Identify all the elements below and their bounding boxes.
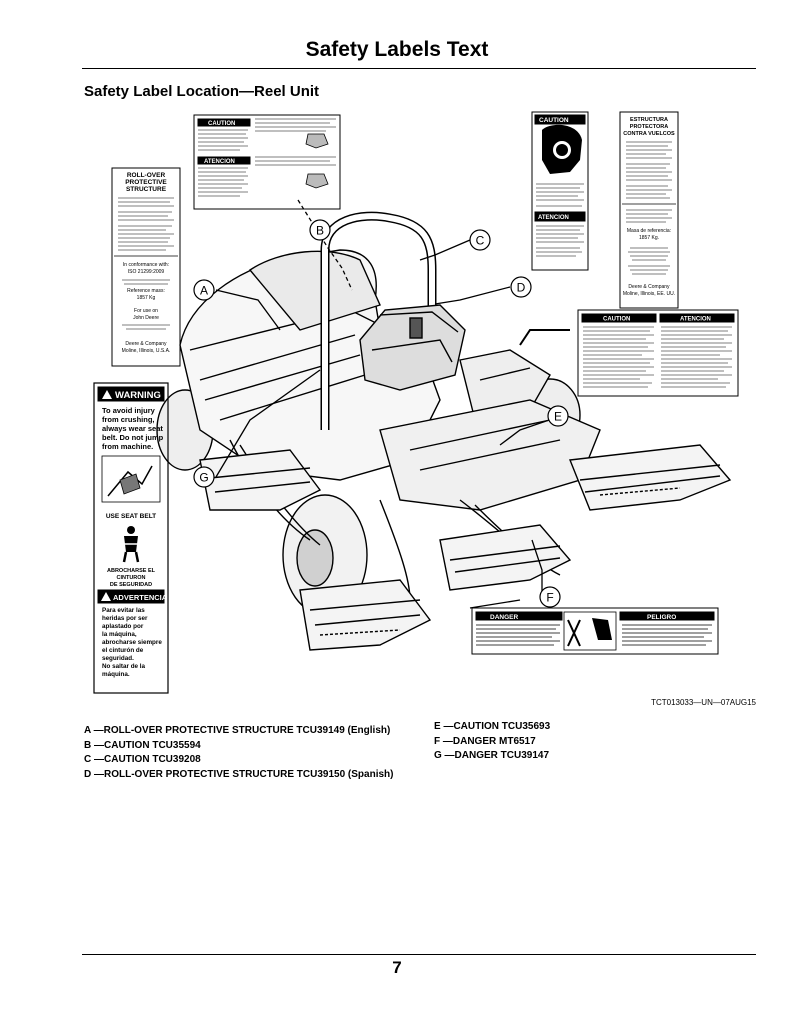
legend-item-b: B —CAUTION TCU35594	[84, 739, 201, 751]
svg-text:ATENCION: ATENCION	[680, 317, 711, 323]
svg-text:Deere & Company: Deere & Company	[125, 341, 167, 347]
callout-c: C	[469, 229, 491, 251]
svg-text:WARNING: WARNING	[115, 390, 161, 401]
label-caution-tcu39208: CAUTION ATENCION	[531, 111, 589, 271]
reel-unit-rear	[199, 449, 322, 511]
svg-text:Deere & Company: Deere & Company	[628, 284, 670, 290]
svg-text:from crushing,: from crushing,	[102, 415, 155, 424]
svg-text:For use on: For use on	[134, 308, 158, 314]
legend-left: A —ROLL-OVER PROTECTIVE STRUCTURE TCU391…	[84, 724, 393, 782]
footer-rule	[82, 954, 756, 955]
label-danger-tcu39147: WARNING To avoid injury from crushing, a…	[93, 382, 169, 694]
svg-text:CAUTION: CAUTION	[603, 317, 630, 323]
reel-mower-illustration	[156, 211, 732, 651]
svg-text:DANGER: DANGER	[490, 614, 518, 621]
svg-text:heridas por ser: heridas por ser	[102, 615, 148, 622]
svg-text:ADVERTENCIA: ADVERTENCIA	[113, 593, 168, 602]
reel-unit-left	[299, 579, 432, 651]
label-rops-spanish-tcu39150: ESTRUCTURA PROTECTORA CONTRA VUELCOS Mas…	[619, 111, 679, 309]
svg-text:PROTECTIVE: PROTECTIVE	[125, 179, 167, 186]
svg-text:DE SEGURIDAD: DE SEGURIDAD	[110, 582, 152, 588]
callout-b: B	[309, 219, 331, 241]
svg-text:C: C	[476, 234, 485, 248]
svg-text:E: E	[554, 410, 562, 424]
svg-text:1857 Kg.: 1857 Kg.	[639, 235, 659, 241]
svg-text:CINTURON: CINTURON	[116, 575, 145, 581]
legend-item-f: F —DANGER MT6517	[434, 735, 536, 747]
svg-text:In conformance with:: In conformance with:	[123, 262, 169, 268]
svg-text:from machine.: from machine.	[102, 442, 153, 451]
label-rops-english-tcu39149: ROLL-OVER PROTECTIVE STRUCTURE In confor…	[111, 167, 181, 367]
svg-text:el cinturón de: el cinturón de	[102, 647, 144, 654]
svg-text:Masa de referencia:: Masa de referencia:	[627, 228, 671, 234]
safety-label-figure: CAUTION ATENCION ROLL-OVER PROTECTIVE ST…	[93, 111, 739, 694]
figure-id: TCT013033—UN—07AUG15	[651, 698, 756, 707]
svg-text:PELIGRO: PELIGRO	[647, 614, 676, 621]
svg-text:ATENCION: ATENCION	[204, 159, 235, 165]
legend-item-d: D —ROLL-OVER PROTECTIVE STRUCTURE TCU391…	[84, 768, 394, 780]
svg-text:belt. Do not jump: belt. Do not jump	[102, 433, 164, 442]
label-caution-tcu35693: CAUTION ATENCION	[577, 309, 739, 397]
callout-g: G	[193, 466, 215, 488]
svg-text:seguridad.: seguridad.	[102, 655, 134, 662]
label-caution-tcu35594: CAUTION ATENCION	[193, 114, 341, 210]
svg-text:CAUTION: CAUTION	[539, 117, 569, 124]
reel-unit-right	[569, 444, 732, 511]
svg-text:Moline, Illinois, U.S.A.: Moline, Illinois, U.S.A.	[122, 348, 171, 354]
svg-text:PROTECTORA: PROTECTORA	[630, 124, 668, 130]
svg-text:máquina.: máquina.	[102, 671, 130, 678]
legend-item-e: E —CAUTION TCU35693	[434, 721, 551, 732]
svg-text:Reference mass:: Reference mass:	[127, 288, 165, 294]
page-title: Safety Labels Text	[305, 38, 489, 61]
svg-text:USE SEAT BELT: USE SEAT BELT	[106, 513, 156, 520]
reel-unit-center	[439, 524, 572, 591]
legend-item-g: G —DANGER TCU39147	[434, 750, 550, 761]
svg-text:A: A	[200, 284, 208, 298]
legend-item-c: C —CAUTION TCU39208	[84, 754, 201, 765]
svg-text:abrocharse siempre: abrocharse siempre	[102, 639, 162, 646]
svg-text:Moline, Illinois, EE. UU.: Moline, Illinois, EE. UU.	[623, 291, 675, 297]
label-danger-mt6517: DANGER PELIGRO	[471, 607, 719, 655]
page-number: 7	[392, 958, 402, 977]
svg-text:la máquina,: la máquina,	[102, 631, 137, 638]
svg-text:1857 Kg: 1857 Kg	[137, 295, 156, 301]
svg-text:ATENCION: ATENCION	[538, 215, 569, 221]
svg-text:ESTRUCTURA: ESTRUCTURA	[630, 117, 668, 123]
svg-text:aplastado por: aplastado por	[102, 623, 144, 630]
legend-right: E —CAUTION TCU35693 F —DANGER MT6517 G —…	[434, 720, 550, 764]
svg-text:D: D	[517, 281, 526, 295]
callout-a: A	[193, 279, 215, 301]
svg-text:ISO 21299:2009: ISO 21299:2009	[128, 269, 165, 275]
svg-text:always wear seat: always wear seat	[102, 424, 163, 433]
svg-text:Para evitar las: Para evitar las	[102, 607, 145, 614]
svg-text:John Deere: John Deere	[133, 315, 159, 321]
svg-text:CONTRA VUELCOS: CONTRA VUELCOS	[623, 131, 675, 137]
svg-text:To avoid injury: To avoid injury	[102, 406, 156, 415]
callout-leaders	[215, 199, 559, 609]
svg-text:G: G	[199, 471, 208, 485]
callout-d: D	[510, 276, 532, 298]
section-heading: Safety Label Location—Reel Unit	[84, 83, 320, 100]
svg-text:CAUTION: CAUTION	[208, 121, 235, 127]
svg-text:F: F	[546, 591, 553, 605]
callout-f: F	[539, 586, 561, 608]
legend-item-a: A —ROLL-OVER PROTECTIVE STRUCTURE TCU391…	[84, 725, 391, 736]
svg-text:ABROCHARSE EL: ABROCHARSE EL	[107, 568, 156, 574]
svg-text:No saltar de la: No saltar de la	[102, 663, 146, 670]
svg-text:B: B	[316, 224, 324, 238]
title-rule	[82, 68, 756, 69]
callout-e: E	[547, 405, 569, 427]
svg-text:ROLL-OVER: ROLL-OVER	[127, 172, 166, 179]
svg-text:STRUCTURE: STRUCTURE	[126, 186, 167, 193]
